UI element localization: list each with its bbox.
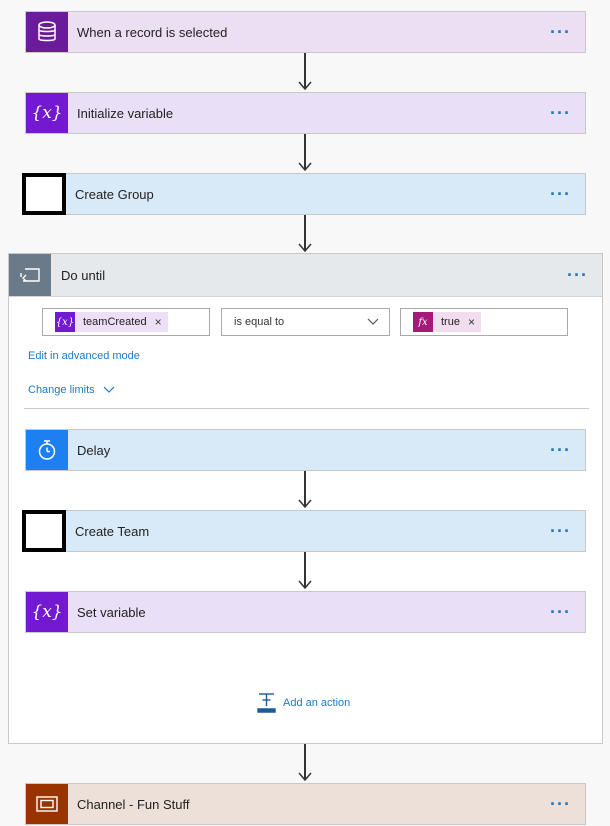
condition-operator-select[interactable]: is equal to — [221, 308, 390, 336]
token-label: true — [441, 316, 460, 328]
step-delay[interactable]: Delay ··· — [25, 429, 586, 471]
condition-left-field[interactable]: {x} teamCreated × — [42, 308, 210, 336]
variable-icon: {x} — [55, 312, 75, 332]
add-action-label: Add an action — [283, 696, 351, 709]
chevron-down-icon — [367, 316, 379, 328]
edit-advanced-mode-link[interactable]: Edit in advanced mode — [28, 350, 140, 362]
connector-arrow — [298, 53, 312, 91]
operator-value: is equal to — [234, 316, 285, 328]
more-options-button[interactable]: ··· — [550, 22, 571, 42]
channel-icon — [26, 784, 68, 824]
step-title: Set variable — [77, 604, 146, 620]
database-icon — [26, 12, 68, 52]
function-icon: fx — [413, 312, 433, 332]
more-options-button[interactable]: ··· — [550, 440, 571, 460]
more-options-button[interactable]: ··· — [550, 521, 571, 541]
dynamic-content-token: {x} teamCreated × — [55, 312, 168, 332]
step-title: Initialize variable — [77, 105, 174, 121]
do-until-header[interactable]: Do until ··· — [9, 254, 602, 297]
more-options-button[interactable]: ··· — [550, 103, 571, 123]
step-title: Channel - Fun Stuff — [77, 796, 190, 812]
connector-arrow — [298, 552, 312, 590]
do-until-title: Do until — [61, 267, 106, 283]
step-title: Create Group — [75, 186, 154, 202]
connector-arrow — [298, 744, 312, 782]
token-label: teamCreated — [83, 316, 147, 328]
add-action-icon — [257, 693, 276, 713]
step-create-team[interactable]: Create Team ··· — [22, 510, 586, 552]
add-action-button[interactable]: Add an action — [257, 692, 350, 713]
more-options-button[interactable]: ··· — [550, 794, 571, 814]
change-limits-label: Change limits — [28, 384, 95, 396]
change-limits-link[interactable]: Change limits — [28, 384, 115, 396]
variable-icon: {x} — [26, 93, 68, 133]
loop-icon — [9, 254, 51, 296]
blank-icon — [22, 510, 66, 552]
step-title: When a record is selected — [77, 24, 228, 40]
connector-arrow — [298, 215, 312, 253]
remove-token-button[interactable]: × — [154, 315, 162, 329]
chevron-down-icon — [103, 386, 115, 393]
step-when-record-selected[interactable]: When a record is selected ··· — [25, 11, 586, 53]
divider — [24, 408, 589, 409]
step-channel-fun-stuff[interactable]: Channel - Fun Stuff ··· — [25, 783, 586, 825]
more-options-button[interactable]: ··· — [550, 184, 571, 204]
timer-icon — [26, 430, 68, 470]
step-title: Create Team — [75, 523, 150, 539]
variable-icon: {x} — [26, 592, 68, 632]
more-options-button[interactable]: ··· — [550, 602, 571, 622]
condition-right-field[interactable]: fx true × — [400, 308, 568, 336]
connector-arrow — [298, 471, 312, 509]
step-set-variable[interactable]: {x} Set variable ··· — [25, 591, 586, 633]
step-create-group[interactable]: Create Group ··· — [22, 173, 586, 215]
more-options-button[interactable]: ··· — [567, 265, 588, 285]
remove-token-button[interactable]: × — [467, 315, 475, 329]
step-initialize-variable[interactable]: {x} Initialize variable ··· — [25, 92, 586, 134]
connector-arrow — [298, 134, 312, 172]
blank-icon — [22, 173, 66, 215]
do-until-scope: Do until ··· {x} teamCreated × is equal … — [8, 253, 603, 744]
step-title: Delay — [77, 442, 111, 458]
expression-token: fx true × — [413, 312, 481, 332]
